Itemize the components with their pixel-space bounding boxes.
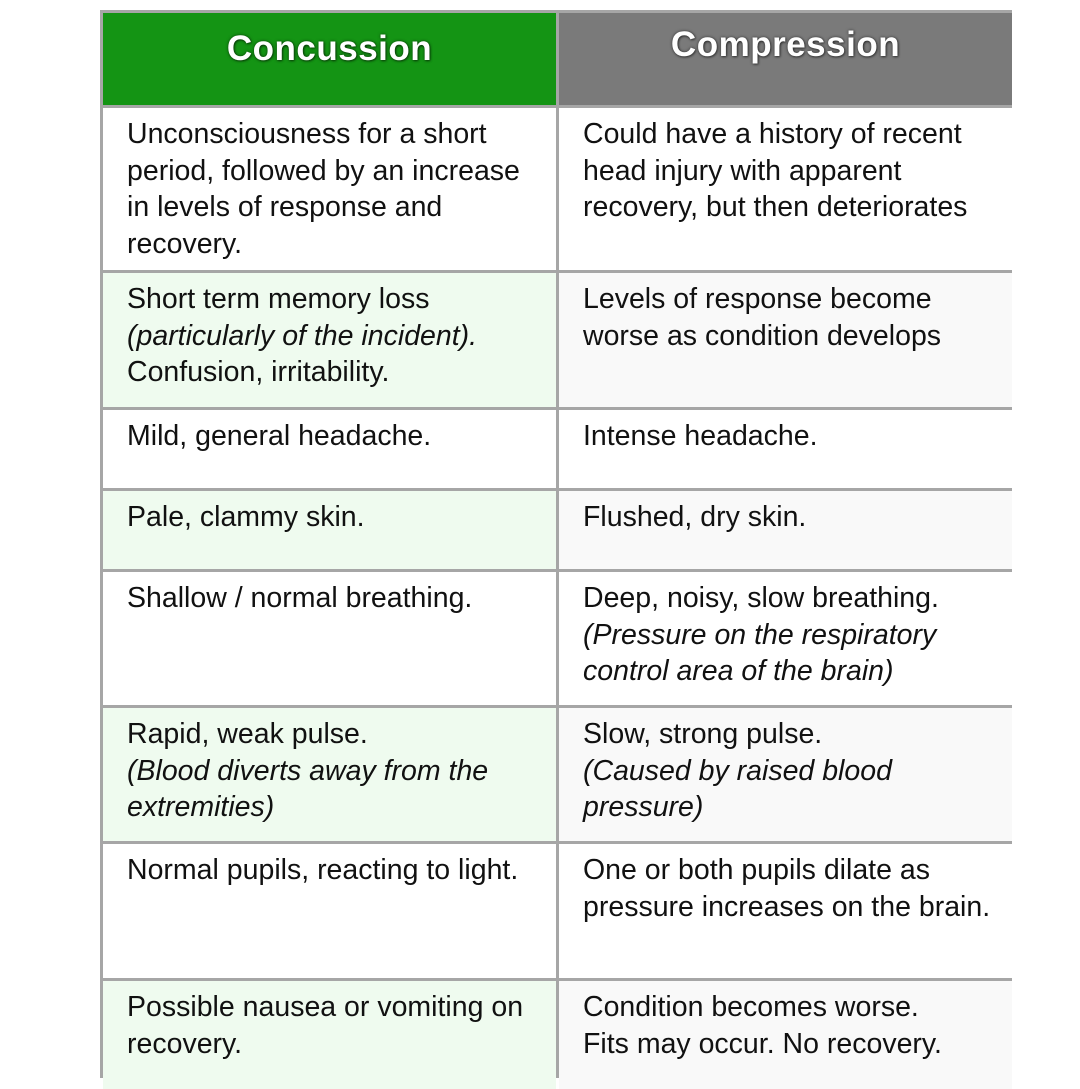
cell-text: Slow, strong pulse. bbox=[583, 718, 823, 750]
cell-note: (particularly of the incident). bbox=[127, 319, 478, 352]
comparison-table: Concussion Compression Unconsciousness f… bbox=[100, 10, 1012, 1089]
table-cell-concussion: Possible nausea or vomiting on recovery. bbox=[103, 981, 556, 1089]
cell-text: Could have a history of recent head inju… bbox=[583, 118, 968, 223]
cell-note: (Pressure on the respiratory control are… bbox=[583, 618, 937, 688]
cell-text: Levels of response become worse as condi… bbox=[583, 283, 942, 352]
table-cell-compression: One or both pupils dilate as pressure in… bbox=[559, 844, 1012, 978]
table-cell-concussion: Unconsciousness for a short period, foll… bbox=[103, 108, 556, 270]
cell-text: Pale, clammy skin. bbox=[127, 501, 365, 533]
table-cell-concussion: Rapid, weak pulse. (Blood diverts away fr… bbox=[103, 708, 556, 841]
table-cell-compression: Levels of response become worse as condi… bbox=[559, 273, 1012, 407]
table-cell-compression: Flushed, dry skin. bbox=[559, 491, 1012, 569]
cell-text: Unconsciousness for a short period, foll… bbox=[127, 118, 520, 260]
header-compression: Compression bbox=[559, 13, 1012, 105]
cell-text: Confusion, irritability. bbox=[127, 356, 390, 388]
cell-text: Flushed, dry skin. bbox=[583, 501, 807, 533]
table-cell-compression: Deep, noisy, slow breathing. (Pressure on… bbox=[559, 572, 1012, 705]
cell-text: Deep, noisy, slow breathing. bbox=[583, 582, 939, 614]
header-concussion: Concussion bbox=[103, 13, 556, 105]
table-cell-compression: Condition becomes worse. Fits may occur. … bbox=[559, 981, 1012, 1089]
cell-text: Mild, general headache. bbox=[127, 420, 432, 452]
cell-text: Short term memory loss bbox=[127, 283, 430, 315]
cell-text: Condition becomes worse. bbox=[583, 991, 919, 1023]
table-cell-concussion: Normal pupils, reacting to light. bbox=[103, 844, 556, 978]
cell-text: Possible nausea or vomiting on recovery. bbox=[127, 991, 524, 1060]
cell-text: Rapid, weak pulse. bbox=[127, 718, 368, 750]
cell-text: Fits may occur. No recovery. bbox=[583, 1027, 942, 1060]
cell-note: (Blood diverts away from the extremities… bbox=[127, 754, 489, 824]
cell-text: One or both pupils dilate as pressure in… bbox=[583, 854, 991, 923]
table-cell-concussion: Pale, clammy skin. bbox=[103, 491, 556, 569]
table-cell-compression: Slow, strong pulse. (Caused by raised blo… bbox=[559, 708, 1012, 841]
cell-note: (Caused by raised blood pressure) bbox=[583, 754, 892, 824]
table-cell-concussion: Shallow / normal breathing. bbox=[103, 572, 556, 705]
table-cell-compression: Intense headache. bbox=[559, 410, 1012, 488]
cell-text: Intense headache. bbox=[583, 420, 818, 452]
cell-text: Normal pupils, reacting to light. bbox=[127, 854, 519, 886]
table-cell-compression: Could have a history of recent head inju… bbox=[559, 108, 1012, 270]
cell-text: Shallow / normal breathing. bbox=[127, 582, 473, 614]
table-cell-concussion: Mild, general headache. bbox=[103, 410, 556, 488]
table-cell-concussion: Short term memory loss (particularly of t… bbox=[103, 273, 556, 407]
